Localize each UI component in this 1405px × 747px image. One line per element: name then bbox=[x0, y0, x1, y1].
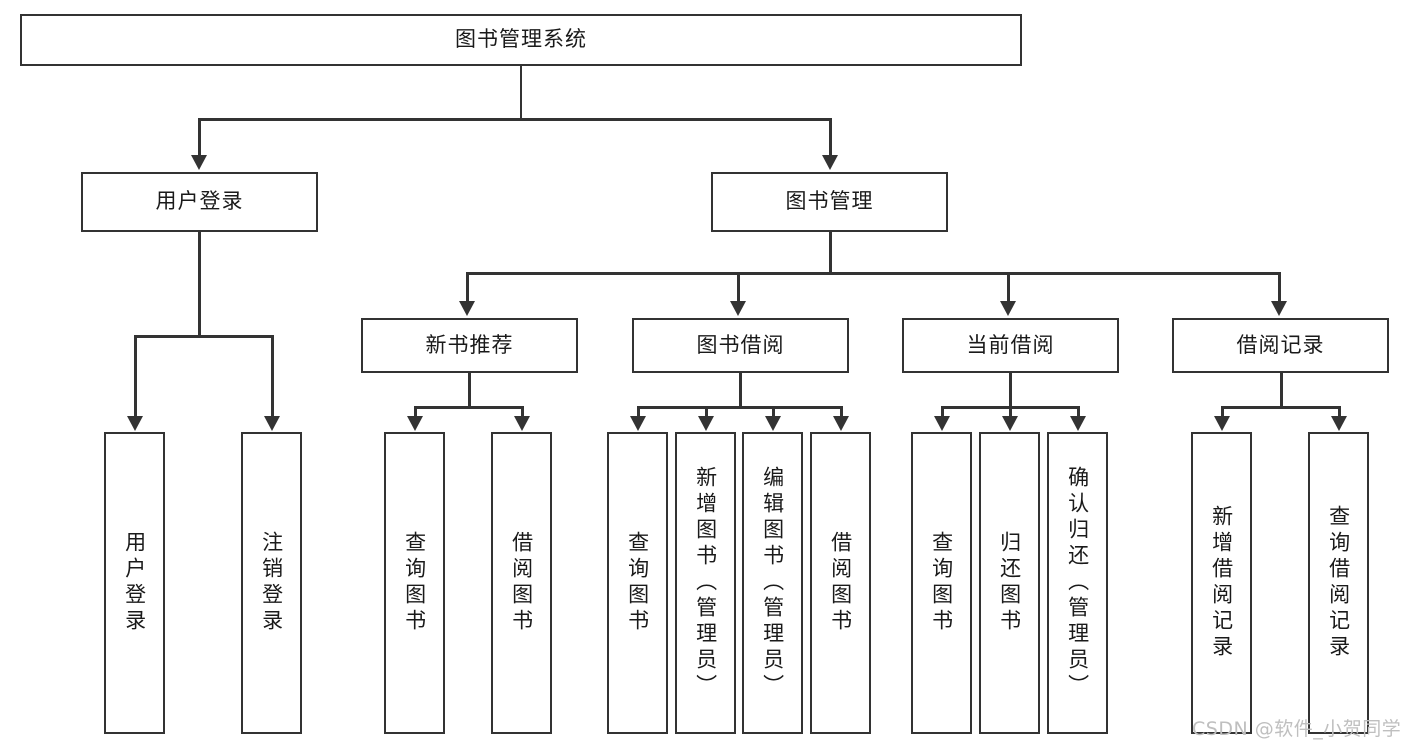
arrow-leaf-user-login bbox=[127, 416, 143, 431]
edge-root-to-book-mgmt bbox=[829, 118, 832, 156]
edge-root-bus bbox=[198, 118, 832, 121]
node-label: 当前借阅 bbox=[966, 332, 1055, 357]
edge-current-borrow-drop-3 bbox=[1077, 406, 1080, 417]
leaf-borrow-book-new[interactable]: 借阅图书 bbox=[491, 432, 552, 734]
edge-current-borrow-drop-2 bbox=[1009, 406, 1012, 417]
arrow-leaf-edit-book bbox=[765, 416, 781, 431]
leaf-label: 查询图书 bbox=[929, 531, 954, 635]
edge-borrow-book-drop-2 bbox=[705, 406, 708, 417]
arrow-leaf-return-book bbox=[1002, 416, 1018, 431]
node-label: 用户登录 bbox=[155, 189, 244, 214]
leaf-edit-book-admin[interactable]: 编辑图书（管理员） bbox=[742, 432, 803, 734]
arrow-leaf-confirm-return bbox=[1070, 416, 1086, 431]
node-label: 图书管理 bbox=[785, 189, 874, 214]
leaf-label: 查询借阅记录 bbox=[1326, 505, 1351, 661]
arrow-to-new-book bbox=[459, 301, 475, 316]
node-book-management[interactable]: 图书管理 bbox=[711, 172, 948, 232]
arrow-leaf-logout bbox=[264, 416, 280, 431]
arrow-leaf-query-book-bb bbox=[630, 416, 646, 431]
arrow-leaf-query-book-cb bbox=[934, 416, 950, 431]
leaf-query-borrow-record[interactable]: 查询借阅记录 bbox=[1308, 432, 1369, 734]
edge-book-mgmt-drop-1 bbox=[466, 272, 469, 302]
edge-book-mgmt-stem bbox=[829, 232, 832, 272]
leaf-label: 用户登录 bbox=[122, 531, 147, 635]
arrow-to-borrow-book bbox=[730, 301, 746, 316]
leaf-label: 借阅图书 bbox=[509, 531, 534, 635]
edge-user-login-stem bbox=[198, 232, 201, 335]
leaf-add-book-admin[interactable]: 新增图书（管理员） bbox=[675, 432, 736, 734]
edge-book-mgmt-bus bbox=[466, 272, 1278, 275]
edge-root-to-user-login bbox=[198, 118, 201, 156]
arrow-leaf-query-book-nb bbox=[407, 416, 423, 431]
node-label: 新书推荐 bbox=[425, 332, 514, 357]
leaf-logout[interactable]: 注销登录 bbox=[241, 432, 302, 734]
arrow-leaf-add-book bbox=[698, 416, 714, 431]
arrow-to-borrow-record bbox=[1271, 301, 1287, 316]
leaf-label: 归还图书 bbox=[997, 531, 1022, 635]
edge-borrow-book-drop-3 bbox=[772, 406, 775, 417]
leaf-label: 注销登录 bbox=[259, 531, 284, 635]
leaf-return-book[interactable]: 归还图书 bbox=[979, 432, 1040, 734]
edge-user-login-drop-2 bbox=[271, 335, 274, 417]
edge-borrow-book-drop-4 bbox=[840, 406, 843, 417]
arrow-leaf-borrow-book-bb bbox=[833, 416, 849, 431]
edge-new-book-drop-1 bbox=[414, 406, 417, 417]
leaf-label: 新增图书（管理员） bbox=[693, 466, 718, 700]
node-user-login[interactable]: 用户登录 bbox=[81, 172, 318, 232]
edge-current-borrow-drop-1 bbox=[941, 406, 944, 417]
edge-borrow-record-drop-2 bbox=[1338, 406, 1341, 417]
edge-root-stem bbox=[519, 66, 522, 118]
leaf-label: 借阅图书 bbox=[828, 531, 853, 635]
leaf-user-login[interactable]: 用户登录 bbox=[104, 432, 165, 734]
node-label: 借阅记录 bbox=[1236, 332, 1325, 357]
edge-user-login-drop-1 bbox=[134, 335, 137, 417]
arrow-to-book-mgmt bbox=[822, 155, 838, 170]
arrow-leaf-query-record bbox=[1331, 416, 1347, 431]
edge-new-book-drop-2 bbox=[521, 406, 524, 417]
arrow-to-user-login bbox=[191, 155, 207, 170]
edge-borrow-book-bus bbox=[637, 406, 843, 409]
edge-user-login-bus bbox=[134, 335, 273, 338]
arrow-leaf-add-record bbox=[1214, 416, 1230, 431]
edge-book-mgmt-drop-3 bbox=[1007, 272, 1010, 302]
edge-borrow-book-drop-1 bbox=[637, 406, 640, 417]
arrow-leaf-borrow-book-nb bbox=[514, 416, 530, 431]
node-current-borrow[interactable]: 当前借阅 bbox=[902, 318, 1119, 373]
arrow-to-current-borrow bbox=[1000, 301, 1016, 316]
edge-borrow-record-drop-1 bbox=[1221, 406, 1224, 417]
leaf-label: 查询图书 bbox=[402, 531, 427, 635]
edge-book-mgmt-drop-4 bbox=[1278, 272, 1281, 302]
leaf-label: 新增借阅记录 bbox=[1209, 505, 1234, 661]
leaf-borrow-book[interactable]: 借阅图书 bbox=[810, 432, 871, 734]
leaf-label: 编辑图书（管理员） bbox=[760, 466, 785, 700]
node-new-book-recommend[interactable]: 新书推荐 bbox=[361, 318, 578, 373]
edge-borrow-record-bus bbox=[1221, 406, 1340, 409]
leaf-query-book-new[interactable]: 查询图书 bbox=[384, 432, 445, 734]
edge-book-mgmt-drop-2 bbox=[737, 272, 740, 302]
edge-borrow-record-stem bbox=[1280, 373, 1283, 406]
leaf-label: 确认归还（管理员） bbox=[1065, 466, 1090, 700]
edge-current-borrow-stem bbox=[1009, 373, 1012, 406]
node-label: 图书借阅 bbox=[696, 332, 785, 357]
leaf-confirm-return-admin[interactable]: 确认归还（管理员） bbox=[1047, 432, 1108, 734]
leaf-label: 查询图书 bbox=[625, 531, 650, 635]
node-book-borrow[interactable]: 图书借阅 bbox=[632, 318, 849, 373]
edge-new-book-stem bbox=[468, 373, 471, 406]
node-borrow-record[interactable]: 借阅记录 bbox=[1172, 318, 1389, 373]
node-root-system[interactable]: 图书管理系统 bbox=[20, 14, 1022, 66]
edge-new-book-bus bbox=[414, 406, 524, 409]
leaf-query-book-borrow[interactable]: 查询图书 bbox=[607, 432, 668, 734]
leaf-query-book-current[interactable]: 查询图书 bbox=[911, 432, 972, 734]
edge-borrow-book-stem bbox=[739, 373, 742, 406]
node-label: 图书管理系统 bbox=[455, 27, 587, 52]
leaf-add-borrow-record[interactable]: 新增借阅记录 bbox=[1191, 432, 1252, 734]
